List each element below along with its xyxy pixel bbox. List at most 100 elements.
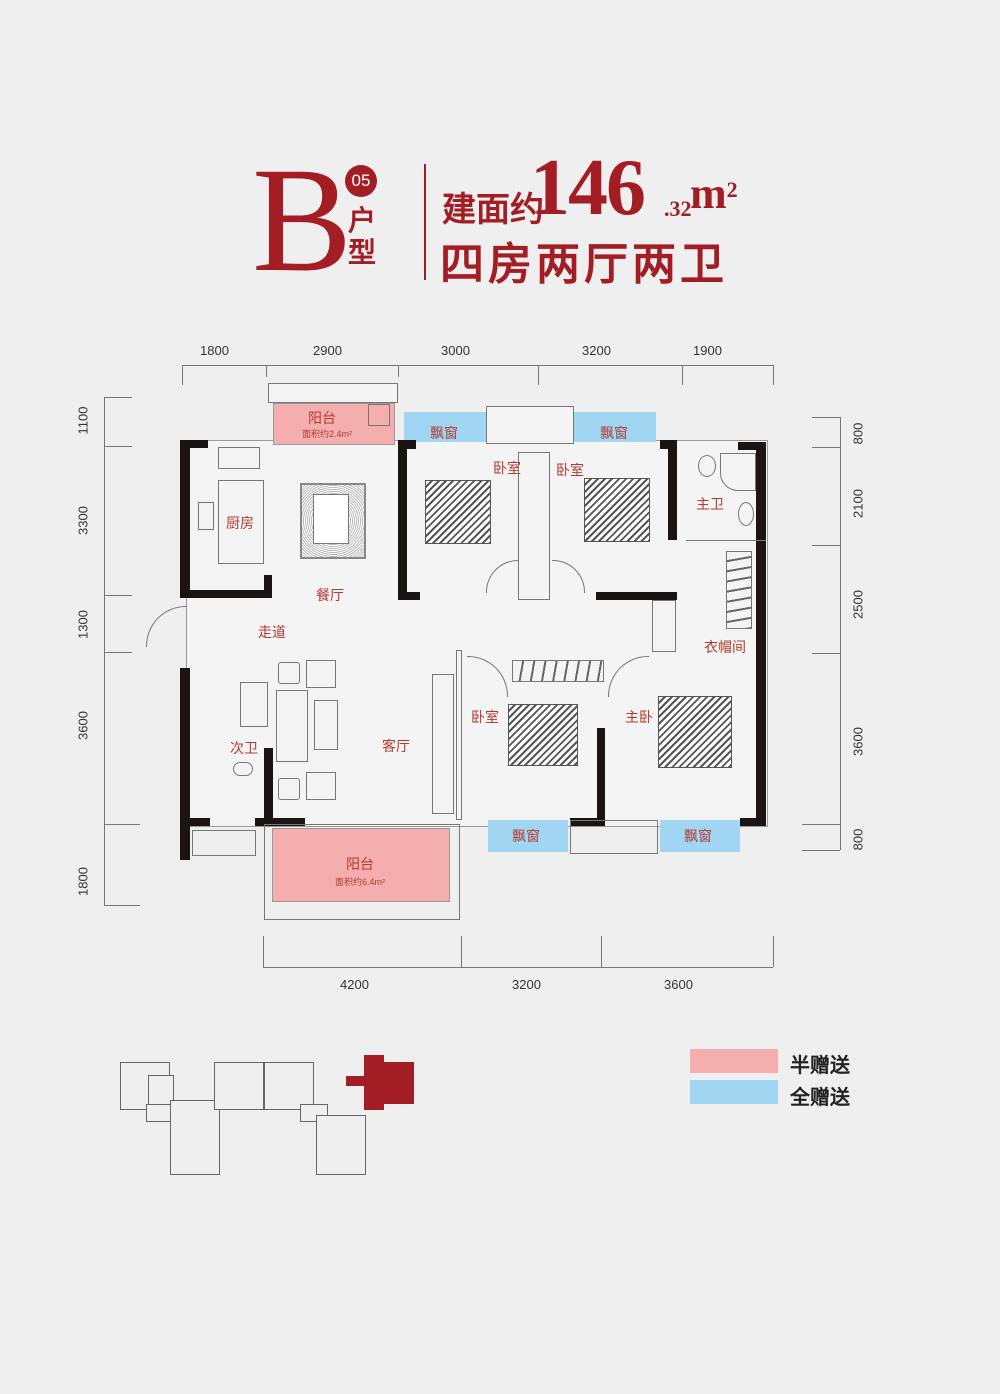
key-unit — [170, 1100, 220, 1175]
unit-number-badge: 05 — [345, 165, 377, 197]
dim-tick — [104, 652, 132, 653]
dim-line-bottom — [263, 967, 773, 968]
toilet-icon — [233, 762, 253, 776]
dim-label: 3600 — [850, 727, 866, 756]
dim-tick — [773, 365, 774, 385]
dim-label: 3200 — [512, 977, 541, 992]
area-decimal: .32 — [664, 196, 692, 221]
dim-tick — [802, 850, 840, 851]
wall — [180, 590, 272, 598]
label-bedroom-2: 卧室 — [556, 462, 584, 478]
balcony-railing — [268, 383, 398, 403]
unit-type-label: 户型 — [348, 204, 377, 269]
wall — [756, 442, 766, 692]
entry-door-icon[interactable] — [146, 606, 187, 647]
wall — [398, 440, 407, 600]
label-bath-secondary: 次卫 — [230, 740, 258, 756]
key-unit — [148, 1075, 174, 1105]
legend-label-half-gift: 半赠送 — [790, 1055, 850, 1077]
wall — [668, 592, 677, 600]
closet-rack-icon — [726, 551, 752, 629]
wall-partition — [456, 650, 462, 820]
shower-icon — [720, 453, 756, 491]
wall — [597, 728, 605, 824]
dim-tick — [601, 936, 602, 967]
window-frame — [486, 406, 574, 444]
dim-tick — [682, 365, 683, 385]
wall — [596, 592, 676, 600]
bay-window-1 — [404, 412, 486, 442]
label-master-bedroom: 主卧 — [625, 709, 653, 725]
label-balcony-large: 阳台 — [346, 856, 374, 872]
key-unit — [264, 1062, 314, 1110]
wall — [738, 442, 766, 450]
key-unit — [214, 1062, 264, 1110]
closet-rack-icon — [512, 660, 604, 682]
dim-tick — [104, 905, 140, 906]
label-bay-window-4: 飘窗 — [684, 828, 712, 844]
dim-tick — [104, 446, 132, 447]
dim-tick — [812, 447, 840, 448]
area-integer: 146 — [530, 144, 646, 232]
dim-tick — [398, 365, 399, 377]
area-unit-sup: 2 — [726, 177, 738, 202]
kitchen-counter — [218, 480, 264, 564]
balcony-large — [272, 828, 450, 902]
area-unit-m: m — [690, 169, 727, 218]
dim-label: 800 — [850, 422, 866, 445]
dim-label: 800 — [850, 828, 866, 851]
wall — [740, 818, 766, 826]
dim-tick — [812, 653, 840, 654]
bay-window-3 — [488, 820, 568, 852]
wall — [180, 440, 190, 598]
wardrobe-icon — [518, 452, 550, 600]
legend-label-full-gift: 全赠送 — [790, 1087, 850, 1109]
dim-line-top — [182, 365, 774, 366]
bed-icon — [584, 478, 650, 542]
dim-tick — [812, 417, 840, 418]
dim-label: 2900 — [313, 343, 342, 358]
wall — [180, 440, 208, 448]
key-current-unit — [372, 1062, 414, 1104]
dim-line-left — [104, 397, 105, 905]
wardrobe-icon — [652, 600, 676, 652]
dim-label: 1100 — [75, 406, 91, 435]
label-bay-window-2: 飘窗 — [600, 425, 628, 441]
layout-description: 四房两厅两卫 — [440, 239, 728, 290]
armchair-icon — [306, 772, 336, 800]
bed-icon — [658, 696, 732, 768]
basin-icon — [240, 682, 268, 727]
dim-tick — [802, 824, 840, 825]
dim-tick — [104, 397, 132, 398]
coffee-table-icon — [314, 700, 338, 750]
bay-window-4 — [660, 820, 740, 852]
area-prefix: 建面约 — [442, 190, 544, 230]
dim-label: 3600 — [664, 977, 693, 992]
legend-swatch-half-gift — [690, 1049, 778, 1073]
bath-partition — [686, 540, 766, 541]
dim-tick — [773, 936, 774, 967]
wall — [398, 592, 420, 600]
side-table-icon — [278, 662, 300, 684]
wall — [180, 668, 190, 860]
wall — [660, 440, 677, 449]
balcony-railing — [264, 824, 460, 920]
label-corridor: 走道 — [258, 624, 286, 640]
dim-tick — [263, 936, 264, 967]
wall — [255, 818, 305, 826]
dim-label: 3600 — [75, 711, 91, 740]
dim-label: 3000 — [441, 343, 470, 358]
dim-tick — [104, 595, 132, 596]
toilet-icon — [698, 455, 716, 477]
dining-table-top — [313, 494, 349, 544]
dim-tick — [182, 365, 183, 385]
sofa-icon — [276, 690, 308, 762]
dim-label: 3300 — [75, 506, 91, 535]
dim-line-right — [840, 417, 841, 850]
ac-unit-icon — [192, 830, 256, 856]
dim-tick — [266, 365, 267, 377]
dim-label: 2100 — [850, 489, 866, 518]
bed-icon — [425, 480, 491, 544]
label-bay-window-1: 飘窗 — [430, 425, 458, 441]
tv-cabinet-icon — [432, 674, 454, 814]
